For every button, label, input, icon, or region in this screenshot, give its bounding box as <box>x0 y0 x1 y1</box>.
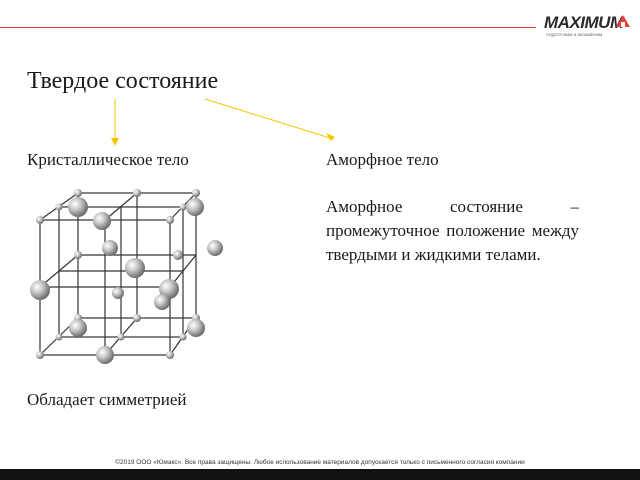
arrow-to-amorph <box>204 98 331 139</box>
header-rule <box>0 27 536 28</box>
logo-word: MAXIMUM <box>544 13 624 32</box>
arrow-to-amorph-head <box>326 133 335 141</box>
logo-subtitle: ПОДГОТОВКА К ЭКЗАМЕНАМ <box>546 32 603 37</box>
arrow-to-crystal-head <box>111 138 119 146</box>
footer-copyright: ©2019 ООО «Юмакс». Все права защищены. Л… <box>115 459 525 466</box>
crystal-label: Кристаллическое тело <box>27 150 189 169</box>
slide-title: Твердое состояние <box>27 68 219 94</box>
amorph-description: Аморфное состояние – промежуточное полож… <box>326 197 579 264</box>
symmetry-text: Обладает симметрией <box>27 390 187 409</box>
logo-roof-icon <box>616 15 630 27</box>
amorph-label: Аморфное тело <box>326 150 439 169</box>
maximum-logo: MAXIMUM ПОДГОТОВКА К ЭКЗАМЕНАМ <box>544 13 634 43</box>
crystal-lattice-image <box>30 189 223 364</box>
footer-bar <box>0 469 640 480</box>
